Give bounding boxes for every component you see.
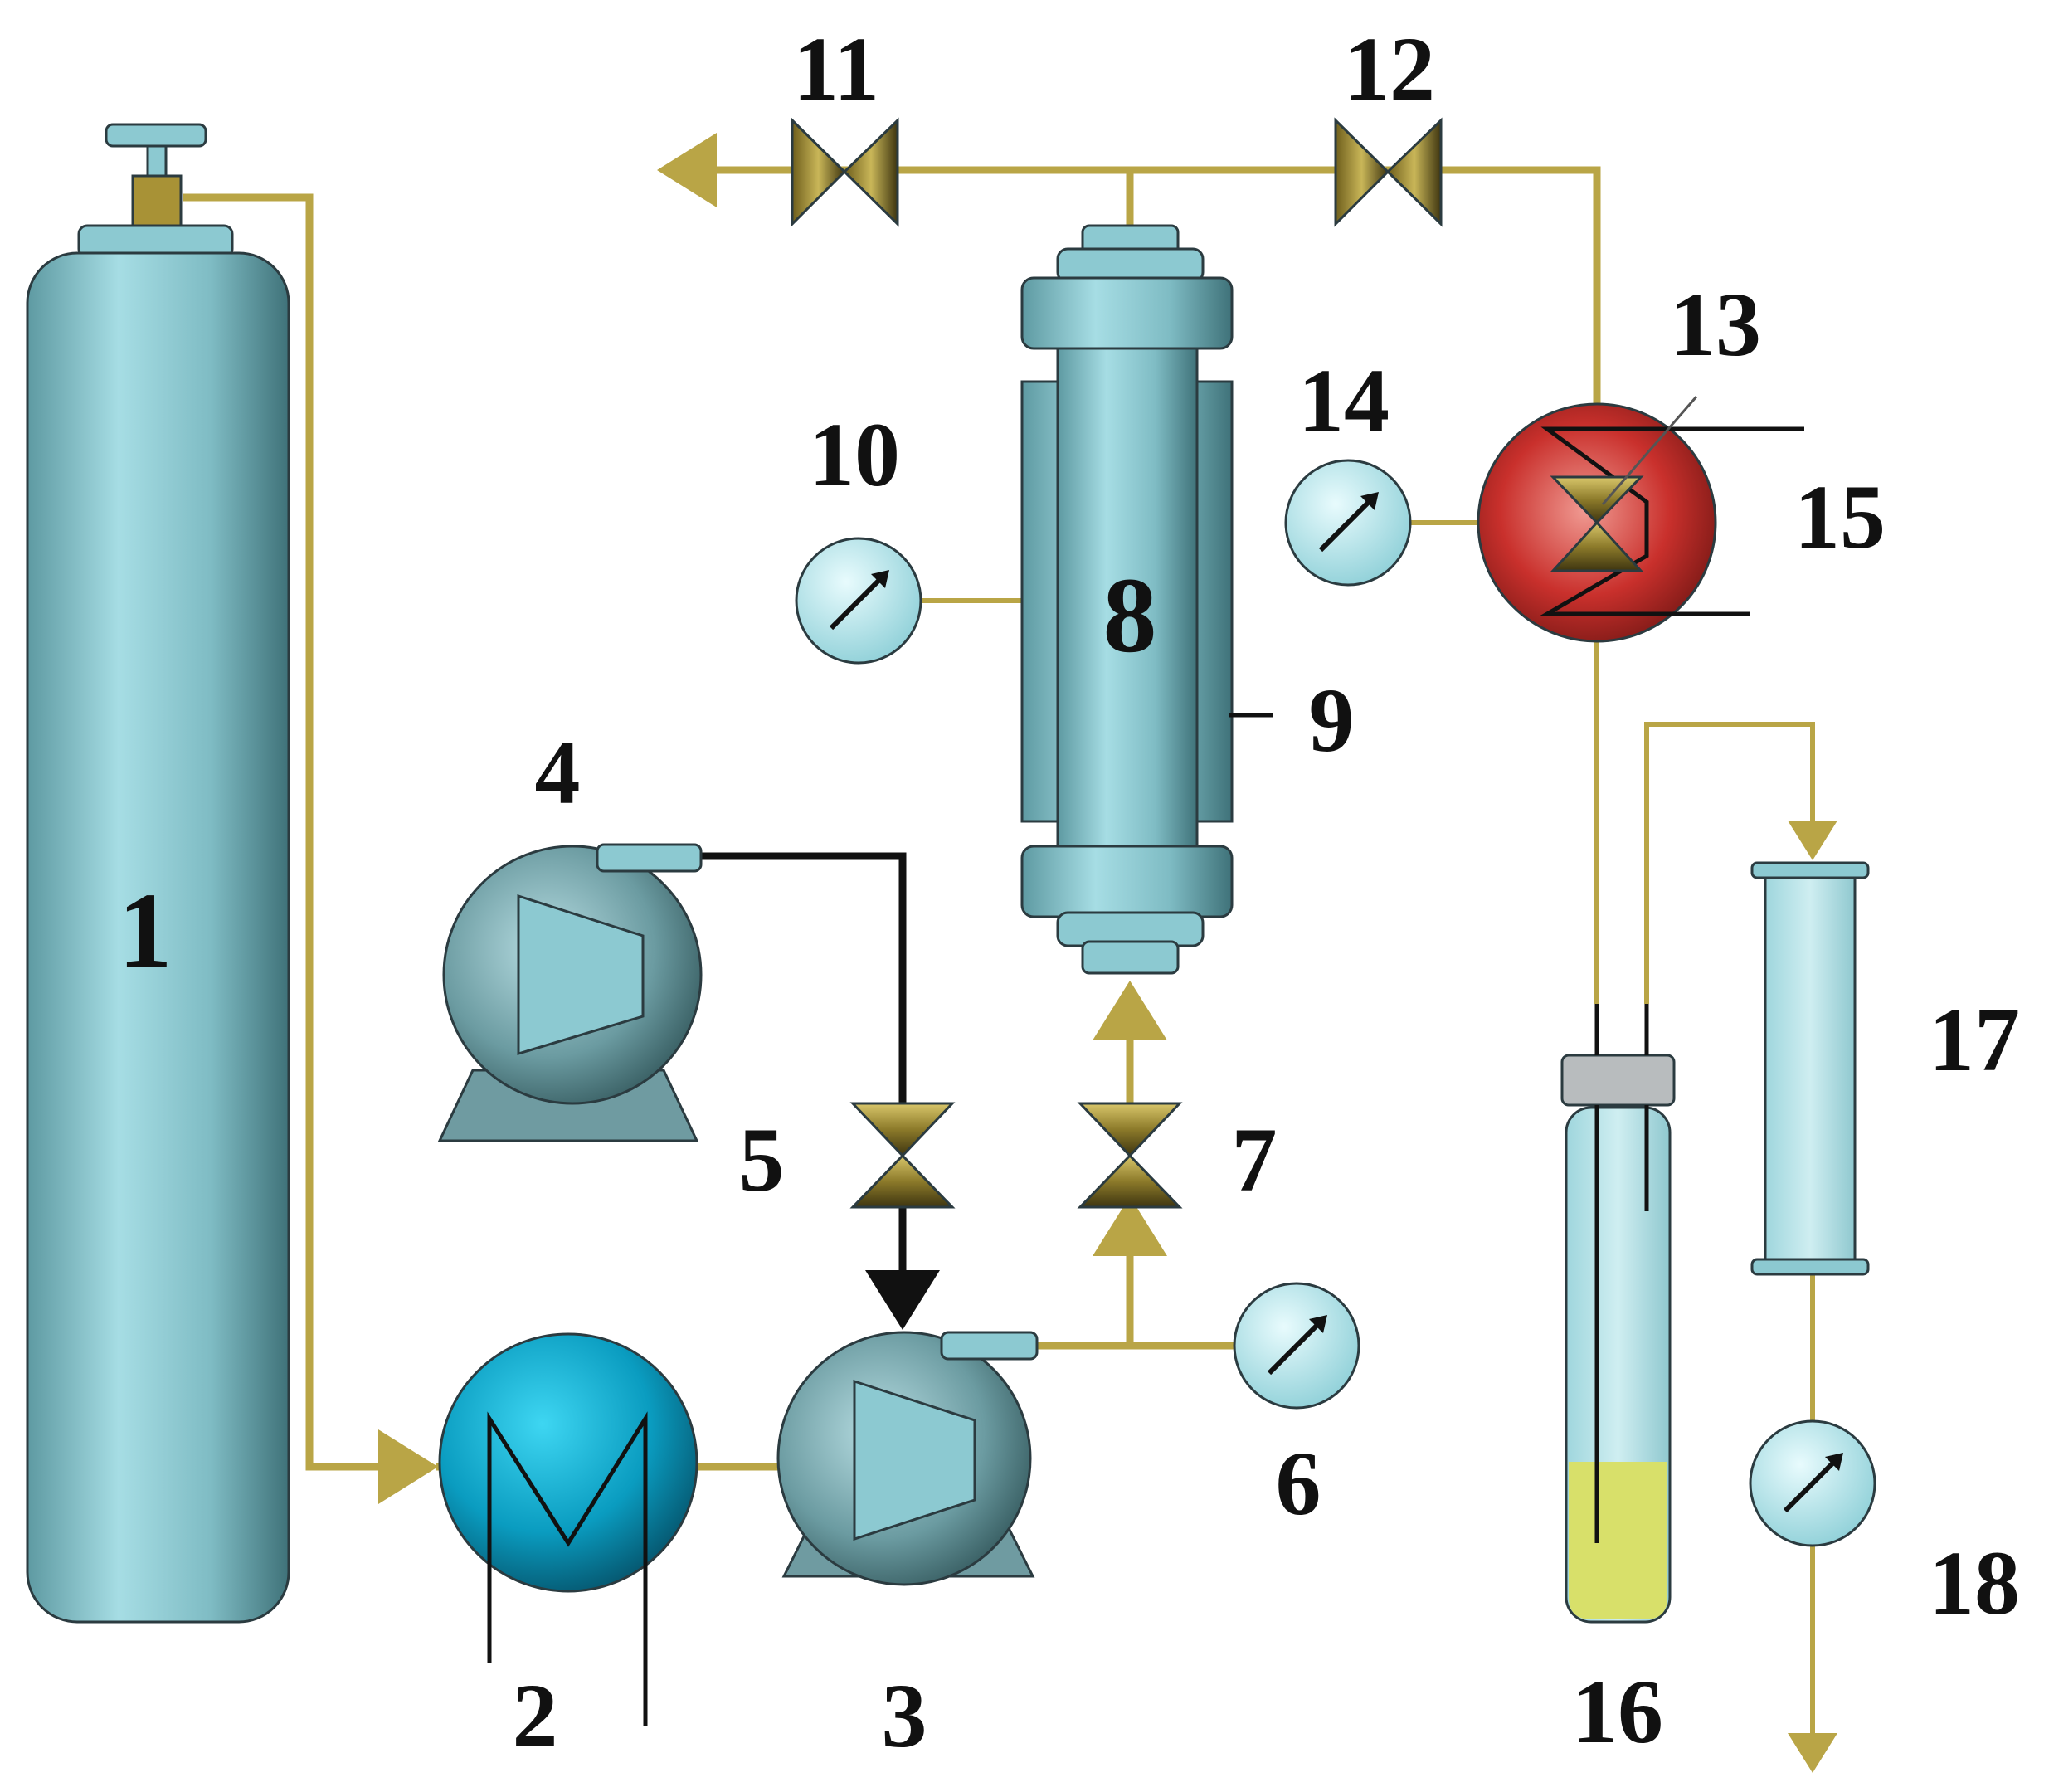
valve-13-leader bbox=[1601, 396, 1698, 505]
pipe-top-header bbox=[689, 166, 1634, 480]
heater-coil bbox=[1539, 426, 1804, 616]
adsorption-column bbox=[1750, 861, 1870, 1276]
cooler bbox=[438, 1332, 698, 1726]
label-12: 12 bbox=[1344, 18, 1435, 119]
label-14: 14 bbox=[1298, 350, 1390, 451]
label-5: 5 bbox=[739, 1109, 785, 1210]
pump-main bbox=[776, 1331, 1039, 1586]
back-pressure-valve-13[interactable] bbox=[1550, 475, 1644, 572]
heater bbox=[1477, 402, 1804, 643]
valve-5[interactable] bbox=[849, 1102, 956, 1209]
label-3: 3 bbox=[882, 1665, 927, 1766]
label-18: 18 bbox=[1929, 1532, 2020, 1634]
label-10: 10 bbox=[809, 404, 900, 505]
label-17: 17 bbox=[1929, 989, 2020, 1090]
label-4: 4 bbox=[535, 722, 581, 823]
valve-7[interactable] bbox=[1077, 1102, 1183, 1209]
pump-secondary bbox=[437, 843, 703, 1142]
pressure-gauge-10 bbox=[795, 537, 922, 665]
label-15: 15 bbox=[1794, 466, 1886, 567]
collection-tube bbox=[1560, 1004, 1676, 1624]
label-9: 9 bbox=[1309, 670, 1355, 771]
extraction-vessel bbox=[1020, 224, 1234, 975]
pressure-gauge-6 bbox=[1233, 1282, 1360, 1410]
valve-12[interactable] bbox=[1334, 117, 1443, 227]
label-8: 8 bbox=[1103, 556, 1157, 675]
label-6: 6 bbox=[1276, 1433, 1321, 1534]
label-13: 13 bbox=[1670, 274, 1761, 375]
label-11: 11 bbox=[793, 18, 879, 119]
pipe-collector-to-column bbox=[1644, 722, 1837, 1004]
pipe-cylinder-to-cooler bbox=[183, 193, 438, 1504]
pipe-pump4-to-valve5 bbox=[701, 852, 907, 1103]
label-16: 16 bbox=[1572, 1661, 1663, 1762]
cooler-coil bbox=[487, 1411, 648, 1726]
valve-11[interactable] bbox=[791, 117, 899, 227]
label-7: 7 bbox=[1232, 1109, 1278, 1210]
pressure-gauge-14 bbox=[1284, 459, 1412, 587]
label-2: 2 bbox=[513, 1665, 558, 1766]
label-1: 1 bbox=[119, 871, 173, 991]
gas-cylinder bbox=[26, 123, 290, 1624]
flow-gauge-18 bbox=[1749, 1419, 1876, 1547]
